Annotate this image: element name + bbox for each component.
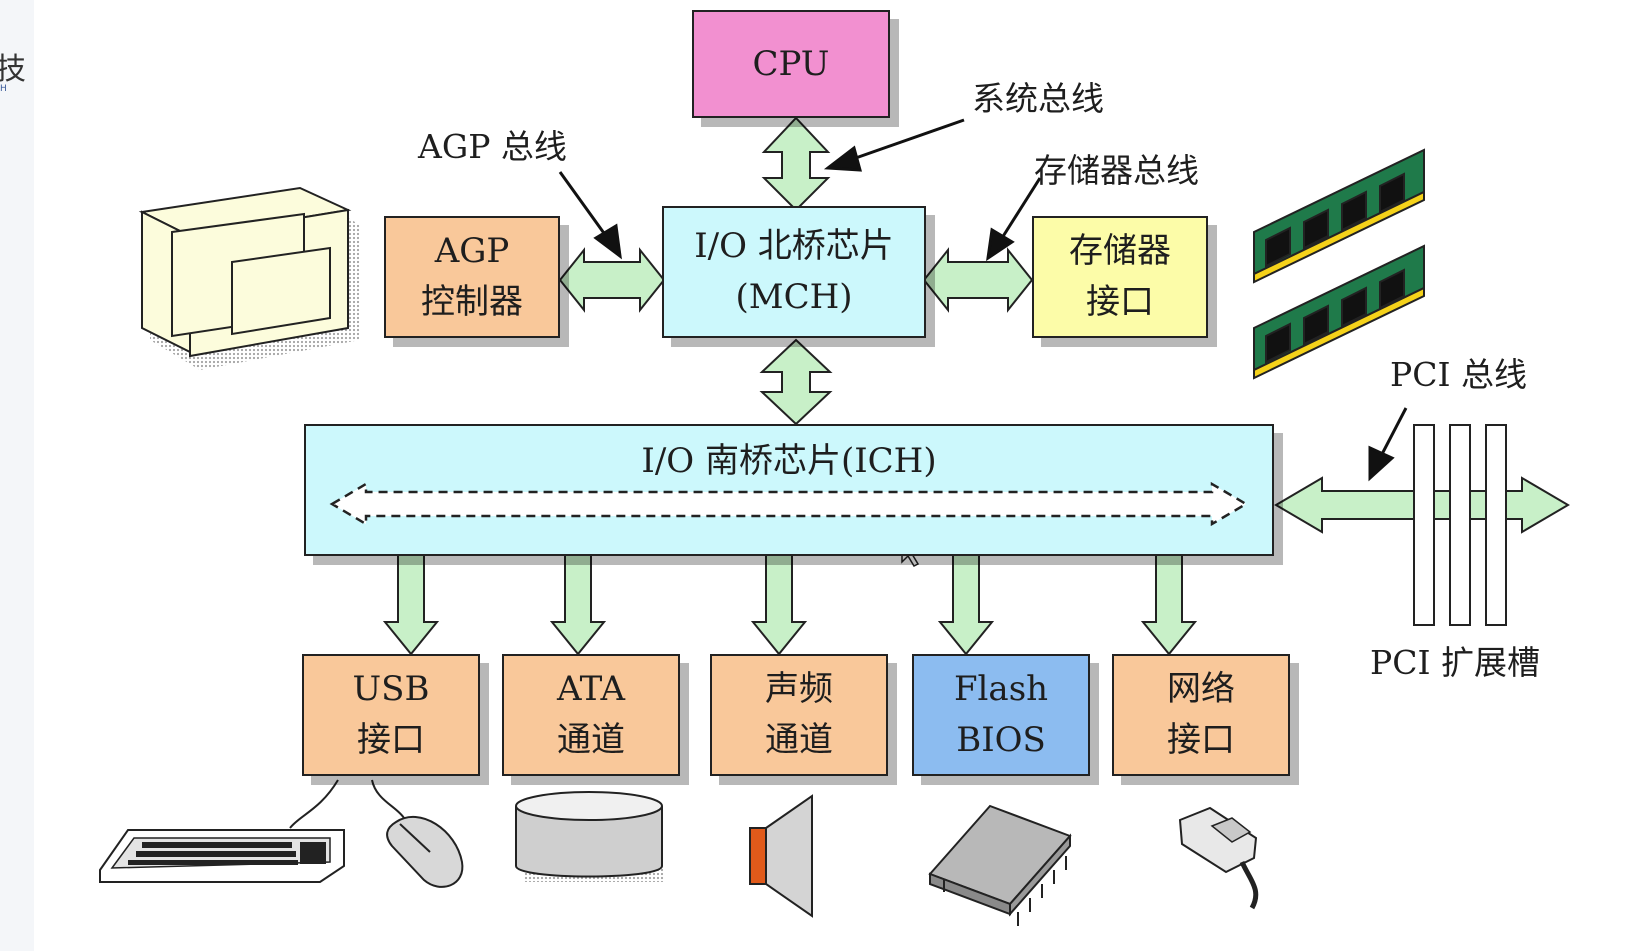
interface-box-network: 网络 接口 [1112,654,1290,776]
keyboard-icon [99,779,345,883]
interface-box-usb: USB 接口 [302,654,480,776]
pci-bus-label: PCI 总线 [1390,355,1527,394]
monitor-icon [138,186,360,370]
pci-slots-label: PCI 扩展槽 [1370,643,1540,682]
internal-bus-arrow [329,481,1249,527]
cpu-box: CPU [692,10,890,118]
memory-bus-label: 存储器总线 [1034,151,1199,190]
north-bridge-line1: I/O 北桥芯片 [694,226,894,266]
corner-logo-glyph: 技 [0,52,26,87]
interface-usb-line2: 接口 [357,720,425,760]
interface-box-ata: ATA 通道 [502,654,680,776]
agp-controller-line1: AGP [434,231,510,271]
interface-audio-line2: 通道 [765,720,833,760]
agp-mch-arrow [558,247,666,313]
cpu-mch-arrow [761,116,831,212]
disk-icon [515,791,664,882]
pci-bus-pointer [1368,407,1408,482]
memory-interface-line2: 接口 [1086,282,1154,322]
mch-ich-arrow [759,338,833,426]
flash-chip-icon [928,804,1072,926]
interface-flash-line1: Flash [953,669,1049,709]
system-bus-label: 系统总线 [972,79,1104,118]
north-bridge-line2: (MCH) [735,277,853,317]
corner-logo-small-text: H [0,84,7,94]
interface-box-audio: 声频 通道 [710,654,888,776]
interface-usb-line1: USB [352,669,430,709]
interface-ata-line2: 通道 [557,720,625,760]
memory-module-icon [1253,148,1425,380]
cpu-label: CPU [752,43,830,84]
memory-interface-box: 存储器 接口 [1032,216,1208,338]
system-bus-pointer [823,118,965,172]
agp-controller-line2: 控制器 [421,282,523,322]
left-sidebar-strip: 技 H [0,0,34,951]
agp-controller-box: AGP 控制器 [384,216,560,338]
interface-network-line1: 网络 [1167,669,1235,709]
north-bridge-box: I/O 北桥芯片 (MCH) [662,206,926,338]
pci-slots-icon [1413,424,1507,626]
south-bridge-title: I/O 南桥芯片(ICH) [641,441,937,481]
south-bridge-box: I/O 南桥芯片(ICH) [304,424,1274,556]
interface-box-flash-bios: Flash BIOS [912,654,1090,776]
mch-memory-arrow [922,247,1034,313]
speaker-icon [749,794,813,918]
interface-audio-line1: 声频 [765,669,833,709]
interface-flash-line2: BIOS [956,720,1046,760]
agp-bus-label: AGP 总线 [418,127,567,166]
interface-network-line2: 接口 [1167,720,1235,760]
agp-bus-pointer [558,171,622,260]
memory-bus-pointer [986,177,1042,262]
network-plug-icon [1178,806,1259,910]
interface-ata-line1: ATA [556,669,626,709]
memory-interface-line1: 存储器 [1069,231,1171,271]
mouse-icon [371,779,464,888]
